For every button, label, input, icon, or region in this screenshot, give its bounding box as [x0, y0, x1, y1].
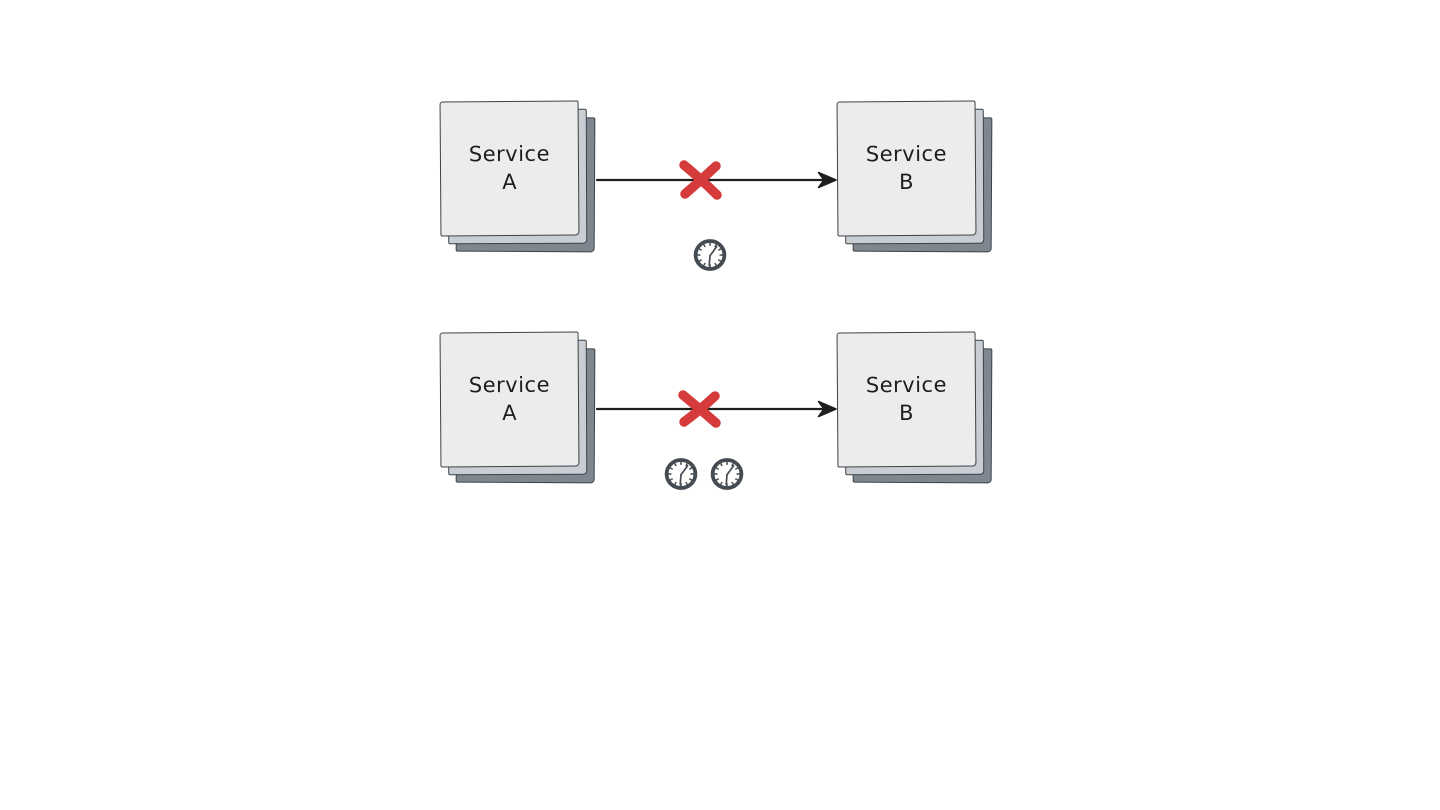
- service-b-node[interactable]: Service B: [836, 331, 995, 486]
- service-a-node[interactable]: Service A: [439, 100, 598, 255]
- service-a-label-line1: Service: [468, 141, 551, 167]
- service-b-label: Service B: [865, 141, 948, 195]
- service-b-label: Service B: [865, 372, 948, 426]
- stack-layer-front: Service B: [836, 100, 977, 237]
- arrowhead-icon: [817, 171, 837, 189]
- service-a-label: Service A: [468, 372, 551, 426]
- timeout-clock-icon[interactable]: [709, 456, 745, 492]
- service-a-node[interactable]: Service A: [439, 331, 598, 486]
- service-a-label-line1: Service: [468, 372, 551, 398]
- timeout-clock-icon[interactable]: [692, 237, 728, 273]
- service-b-node[interactable]: Service B: [836, 100, 995, 255]
- error-x-icon: [679, 160, 722, 200]
- error-x-icon: [678, 390, 721, 428]
- service-b-label-line1: Service: [865, 372, 948, 398]
- service-a-label: Service A: [468, 141, 551, 195]
- stack-layer-front: Service A: [439, 331, 580, 468]
- service-b-label-line2: B: [899, 169, 915, 195]
- service-b-label-line1: Service: [865, 141, 948, 167]
- service-a-label-line2: A: [502, 400, 518, 426]
- failed-request-arrow[interactable]: [588, 150, 844, 210]
- failed-request-arrow[interactable]: [588, 379, 844, 439]
- stack-layer-front: Service A: [439, 100, 580, 237]
- arrowhead-icon: [817, 400, 837, 418]
- service-b-label-line2: B: [899, 400, 915, 426]
- stack-layer-front: Service B: [836, 331, 977, 468]
- timeout-clock-icon[interactable]: [663, 456, 699, 492]
- service-a-label-line2: A: [502, 169, 518, 195]
